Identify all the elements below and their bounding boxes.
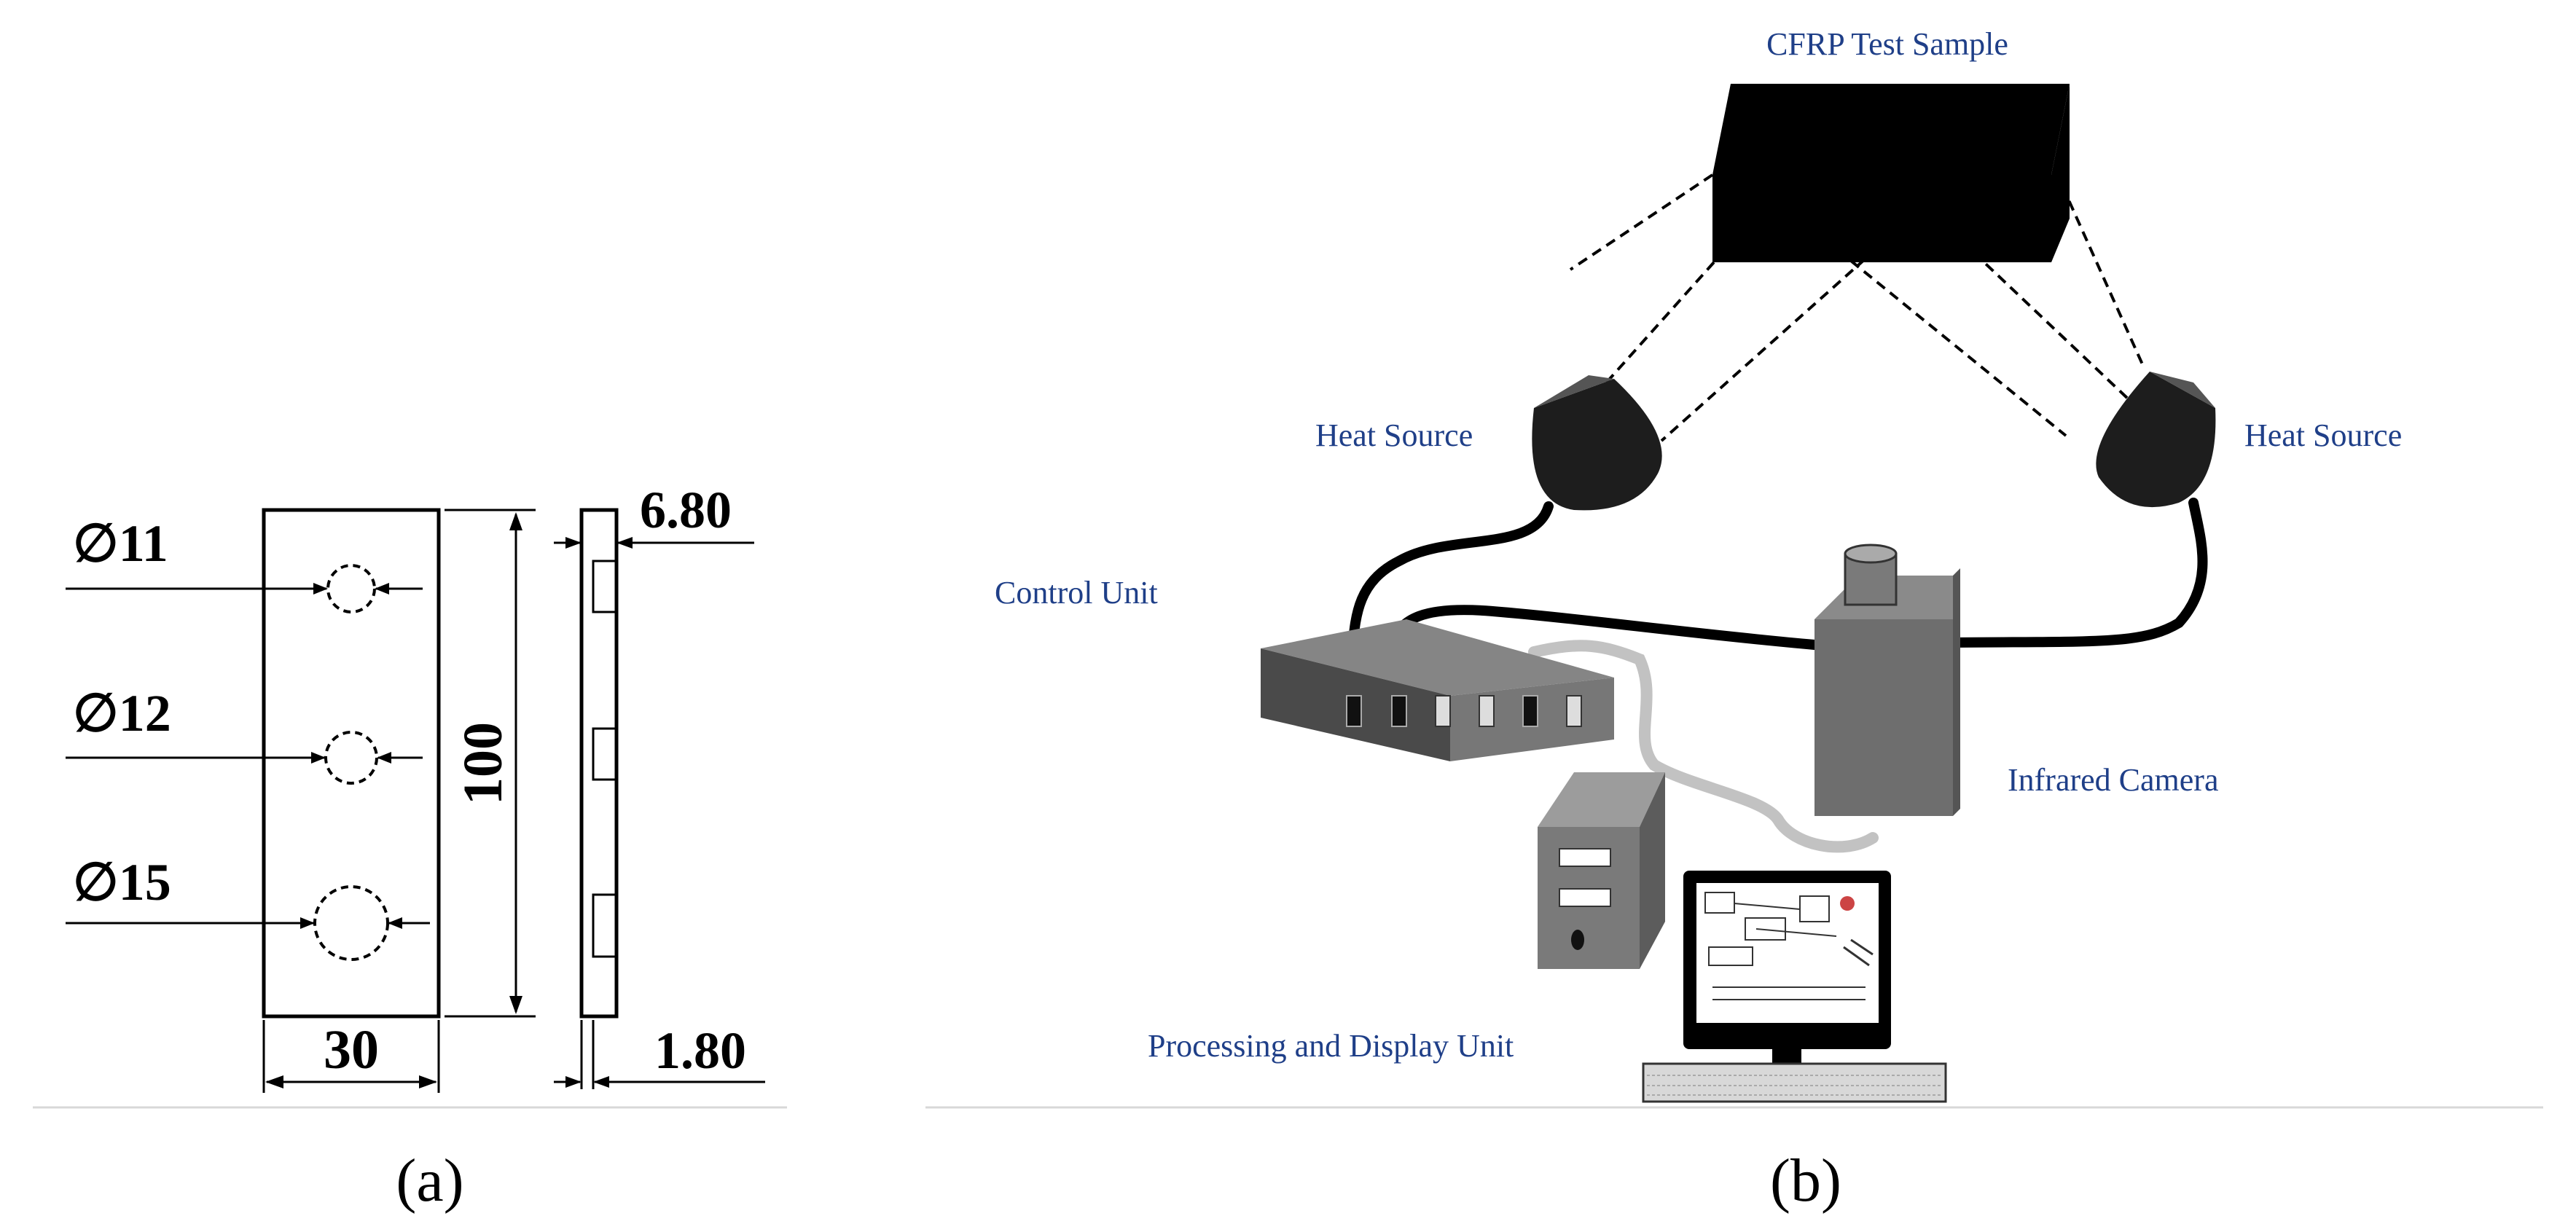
heat-rays	[1569, 159, 2158, 442]
heat-source-left	[1532, 375, 1662, 511]
processing-unit-label: Processing and Display Unit	[1148, 1028, 1514, 1064]
hole-label-15: ∅15	[73, 853, 171, 911]
keyboard-device	[1642, 1062, 1947, 1103]
caption-b: (b)	[1770, 1147, 1841, 1215]
plate-side-view	[579, 508, 619, 1019]
caption-a: (a)	[396, 1147, 463, 1215]
hole-medium	[324, 731, 378, 785]
panel-b-diagram: CFRP Test Sample Heat Source Heat Source	[925, 26, 2543, 1109]
plate-front-view	[262, 508, 441, 1019]
heat-source-left-label: Heat Source	[1315, 417, 1473, 453]
control-unit-device	[1261, 619, 1614, 761]
length-dimension-label: 100	[453, 722, 514, 805]
hole-label-12: ∅12	[73, 684, 171, 742]
computer-tower-device	[1538, 772, 1665, 969]
cfrp-sample-block	[1712, 84, 2070, 262]
control-unit-label: Control Unit	[995, 575, 1158, 611]
thickness-bottom-label: 1.80	[654, 1021, 746, 1080]
infrared-camera-device	[1814, 544, 1960, 816]
width-dimension-label: 30	[324, 1019, 379, 1080]
thickness-top-label: 6.80	[640, 481, 732, 539]
hole-label-11: ∅11	[73, 514, 168, 573]
heat-source-right	[2096, 372, 2216, 508]
monitor-device	[1683, 871, 1891, 1091]
sample-label: CFRP Test Sample	[1766, 26, 2008, 62]
heat-source-right-label: Heat Source	[2244, 417, 2402, 453]
hole-large	[313, 885, 389, 961]
infrared-camera-label: Infrared Camera	[2008, 762, 2218, 798]
hole-small	[326, 564, 376, 613]
panel-a-drawing: ∅11 ∅12 ∅15 100 30 6.80 1.	[33, 481, 787, 1109]
